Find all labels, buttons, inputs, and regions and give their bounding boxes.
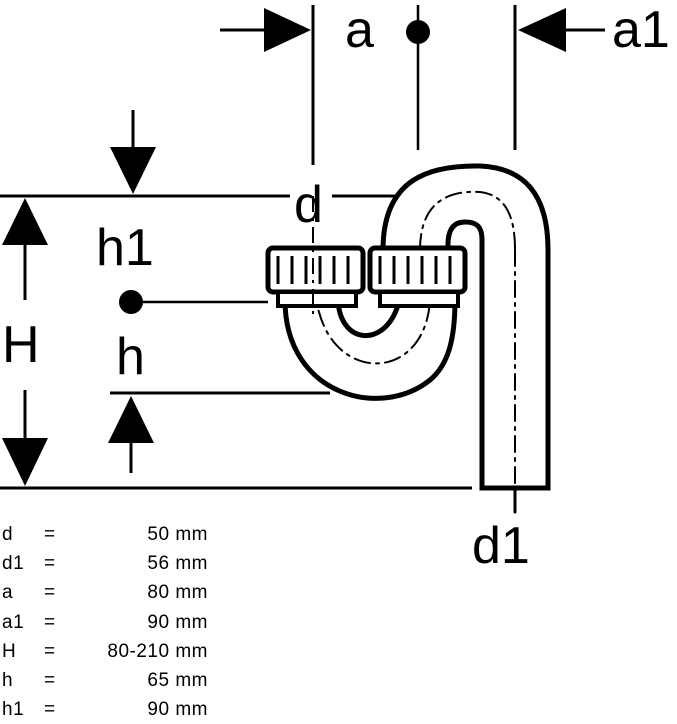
dimension-equals: = <box>44 640 56 662</box>
H-arrow-head-down <box>2 438 48 486</box>
dimension-symbol: d <box>2 524 14 545</box>
u-bend-outer <box>282 297 458 401</box>
dimension-value: 65 mm <box>147 669 208 691</box>
left-nut <box>265 245 366 308</box>
dimension-value: 56 mm <box>147 553 208 575</box>
siphon-body <box>282 163 551 514</box>
h1-arrow-head <box>110 147 156 194</box>
riser-inner <box>419 190 516 251</box>
dimension-equals: = <box>44 553 56 575</box>
dimension-symbol: a <box>2 582 14 604</box>
dimension-symbol: h1 <box>2 699 25 721</box>
dimension-symbol: a1 <box>2 611 25 633</box>
dimension-equals: = <box>44 524 56 545</box>
dimension-row: h = 65 mm <box>0 666 260 695</box>
dimension-symbol: h <box>2 669 14 691</box>
siphon-technical-drawing: a a1 d d1 h1 h H <box>0 1 670 514</box>
label-a1: a1 <box>612 1 670 59</box>
dimension-row: d1 = 56 mm <box>0 549 260 578</box>
dimension-symbol: H <box>2 640 17 662</box>
dimension-row: H = 80-210 mm <box>0 637 260 666</box>
a-arrow-head <box>264 8 311 52</box>
dimension-equals: = <box>44 699 56 721</box>
u-bend-center-line <box>314 279 431 365</box>
dimension-value: 90 mm <box>147 611 208 633</box>
dimension-equals: = <box>44 669 56 691</box>
dimension-value: 80 mm <box>147 582 208 604</box>
dimension-symbol: d1 <box>2 553 25 575</box>
riser-outer <box>380 163 551 491</box>
dimension-value: 90 mm <box>147 699 208 721</box>
label-d: d <box>294 176 323 234</box>
label-d1-visible: d1 <box>472 517 530 575</box>
dimension-row: d = 50 mm <box>0 520 260 549</box>
dimension-lines-top <box>220 5 605 165</box>
reference-lines <box>0 194 472 490</box>
dimension-row: a1 = 90 mm <box>0 608 260 637</box>
a1-arrow-head <box>518 8 566 52</box>
dimension-row: a = 80 mm <box>0 578 260 607</box>
right-nut <box>367 245 468 308</box>
label-H: H <box>2 316 40 374</box>
dimension-value: 80-210 mm <box>107 640 208 662</box>
h-arrow-head-up <box>108 396 154 443</box>
label-a: a <box>345 1 374 59</box>
dimension-value: 50 mm <box>147 524 208 545</box>
label-h: h <box>116 328 145 386</box>
dimension-equals: = <box>44 582 56 604</box>
u-bend-inner <box>335 297 401 338</box>
dimension-row: h1 = 90 mm <box>0 695 260 724</box>
h-center-dot <box>119 290 143 314</box>
dimension-table: d = 50 mm d1 = 56 mm a = 80 mm a1 = 90 m… <box>0 520 260 724</box>
dimension-equals: = <box>44 611 56 633</box>
H-arrow-head-up <box>2 198 48 245</box>
label-h1: h1 <box>96 219 154 277</box>
a-center-dot <box>406 20 430 44</box>
